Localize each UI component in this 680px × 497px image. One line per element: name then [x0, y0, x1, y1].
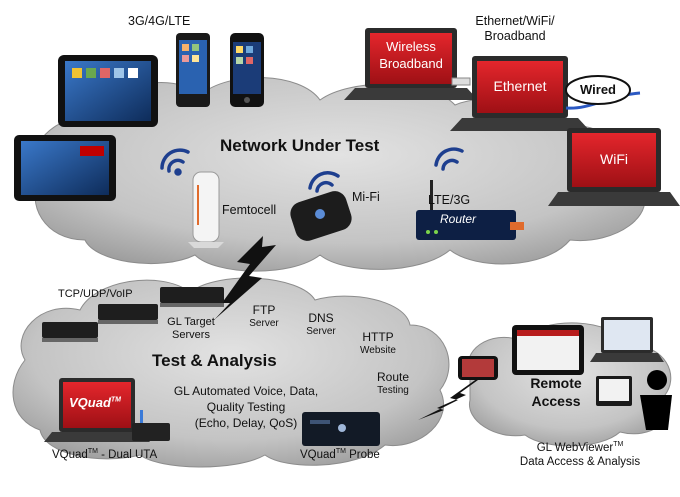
server-device — [98, 304, 158, 324]
remote-laptop-device — [590, 317, 664, 362]
automated-line1: GL Automated Voice, Data, — [173, 384, 319, 398]
mifi-label: Mi-Fi — [352, 190, 380, 204]
wireless-label-line1: Wireless — [386, 39, 436, 54]
lightning-bolt-icon — [214, 236, 276, 320]
webviewer-text: GL WebViewer — [536, 441, 614, 454]
gl-target-line1: GL Target — [167, 316, 215, 328]
route-label: Route — [376, 370, 410, 384]
laptop-wifi-label: WiFi — [600, 151, 628, 167]
lte-label: LTE/3G — [428, 193, 471, 207]
route-testing-label: Route Testing — [366, 370, 420, 398]
dns-server-label: DNS Server — [296, 311, 346, 339]
gl-target-line2: Servers — [172, 329, 210, 341]
remote-access-title: Remote Access — [518, 374, 594, 410]
vquad-probe-tm: TM — [335, 448, 346, 455]
smartphone-device — [230, 33, 264, 107]
vquad-screen-text: VQuad — [69, 395, 111, 410]
laptop-wifi — [548, 128, 680, 206]
webviewer-label: GL WebViewerTM Data Access & Analysis — [510, 438, 650, 469]
dns-label: DNS — [308, 311, 334, 325]
vquad-dual-post: - Dual UTA — [97, 448, 158, 461]
broadband-label-line1: Ethernet/WiFi/ — [475, 14, 555, 28]
http-sub-label: Website — [360, 345, 396, 356]
ftp-sub-label: Server — [249, 318, 279, 329]
vquad-laptop — [44, 378, 150, 442]
ftp-label: FTP — [252, 303, 276, 317]
automated-testing-label: GL Automated Voice, Data, Quality Testin… — [148, 383, 344, 431]
webviewer-tm: TM — [613, 441, 624, 448]
vquad-probe-pre: VQuad — [300, 448, 336, 461]
vquad-screen-label: VQuadTM — [69, 395, 121, 410]
vquad-dual-pre: VQuad — [52, 448, 88, 461]
router-device — [416, 180, 524, 240]
vquad-probe-post: Probe — [345, 448, 380, 461]
ftp-server-label: FTP Server — [240, 303, 288, 331]
network-under-test-title: Network Under Test — [220, 136, 380, 155]
femtocell-device — [188, 171, 224, 248]
server-device — [42, 322, 98, 342]
server-device — [160, 287, 224, 307]
laptop-wireless-broadband-label: Wireless Broadband — [370, 38, 452, 72]
mifi-device — [290, 191, 352, 241]
route-sub-label: Testing — [377, 385, 409, 396]
smartphone-device — [176, 33, 210, 107]
vquad-dual-uta-label: VQuadTM - Dual UTA — [52, 448, 157, 461]
remote-access-line1: Remote — [530, 375, 582, 391]
vquad-dual-tm: TM — [87, 448, 98, 455]
wifi-icon — [308, 171, 340, 193]
broadband-label: Ethernet/WiFi/ Broadband — [455, 14, 575, 44]
http-website-label: HTTP Website — [350, 330, 406, 358]
wifi-icon — [434, 147, 464, 171]
router-label: Router — [440, 212, 477, 226]
remote-access-line2: Access — [531, 393, 581, 409]
remote-phone-device — [458, 356, 498, 380]
ethernet-cable — [565, 75, 641, 110]
test-analysis-title: Test & Analysis — [152, 351, 277, 370]
vquad-probe-label: VQuadTM Probe — [300, 448, 380, 461]
webviewer-line1: GL WebViewerTM — [510, 438, 650, 455]
automated-line2: Quality Testing — [206, 400, 286, 414]
tablet-device — [58, 55, 158, 127]
vquad-probe-device — [302, 412, 380, 446]
dual-uta-device — [132, 410, 170, 441]
tcp-udp-voip-label: TCP/UDP/VoIP — [58, 288, 133, 300]
dns-sub-label: Server — [306, 326, 336, 337]
broadband-label-line2: Broadband — [484, 29, 546, 43]
laptop-ethernet — [450, 56, 590, 131]
wireless-label-line2: Broadband — [379, 56, 443, 71]
remote-tablet-device — [512, 325, 584, 375]
mobile-network-label: 3G/4G/LTE — [128, 14, 191, 28]
wifi-icon — [160, 148, 190, 176]
femtocell-label: Femtocell — [222, 203, 277, 217]
http-label: HTTP — [362, 330, 394, 344]
laptop-ethernet-label: Ethernet — [493, 78, 547, 94]
wired-tag-label: Wired — [580, 82, 616, 97]
vquad-screen-tm: TM — [110, 396, 122, 404]
webviewer-line2: Data Access & Analysis — [519, 455, 641, 468]
automated-line3: (Echo, Delay, QoS) — [194, 416, 298, 430]
gl-target-servers-label: GL Target Servers — [158, 316, 224, 342]
laptop-wireless-broadband — [344, 28, 478, 100]
tablet-device — [14, 135, 116, 201]
remote-user-figure — [596, 370, 672, 430]
